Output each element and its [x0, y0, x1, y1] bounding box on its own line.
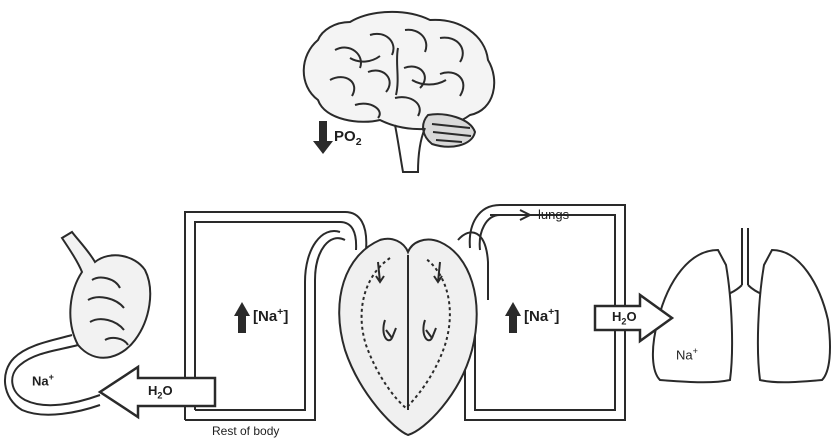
lungs-label: lungs	[538, 207, 569, 222]
po2-sub: 2	[356, 136, 362, 148]
stomach-na-label: Na+	[32, 372, 54, 388]
h2o-right-label: H2O	[612, 309, 637, 327]
po2-main: PO	[334, 128, 356, 145]
rest-of-body-text: Rest of body	[212, 424, 279, 438]
na-concentration-left: [Na+]	[253, 306, 288, 325]
lungs-text: lungs	[538, 207, 569, 222]
heart-icon	[339, 239, 476, 435]
down-arrow-icon	[313, 121, 333, 154]
h2o-right-suffix: O	[626, 309, 636, 324]
po2-label: PO2	[334, 128, 362, 148]
lungs-na-main: Na	[676, 347, 693, 362]
h2o-left-suffix: O	[162, 383, 172, 398]
up-arrow-icon	[234, 302, 250, 333]
stomach-na-sup: +	[49, 372, 54, 382]
brain-icon	[304, 12, 494, 172]
lungs-na-label: Na+	[676, 346, 698, 362]
na-right-suffix: ]	[554, 308, 559, 325]
rest-of-body-label: Rest of body	[212, 424, 279, 438]
na-right-prefix: [Na	[524, 308, 548, 325]
stomach-na-main: Na	[32, 373, 49, 388]
na-left-suffix: ]	[283, 308, 288, 325]
up-arrow-icon	[505, 302, 521, 333]
h2o-left-main: H	[148, 383, 157, 398]
na-left-prefix: [Na	[253, 308, 277, 325]
na-concentration-right: [Na+]	[524, 306, 559, 325]
h2o-left-label: H2O	[148, 383, 173, 401]
h2o-right-main: H	[612, 309, 621, 324]
lungs-na-sup: +	[693, 346, 698, 356]
